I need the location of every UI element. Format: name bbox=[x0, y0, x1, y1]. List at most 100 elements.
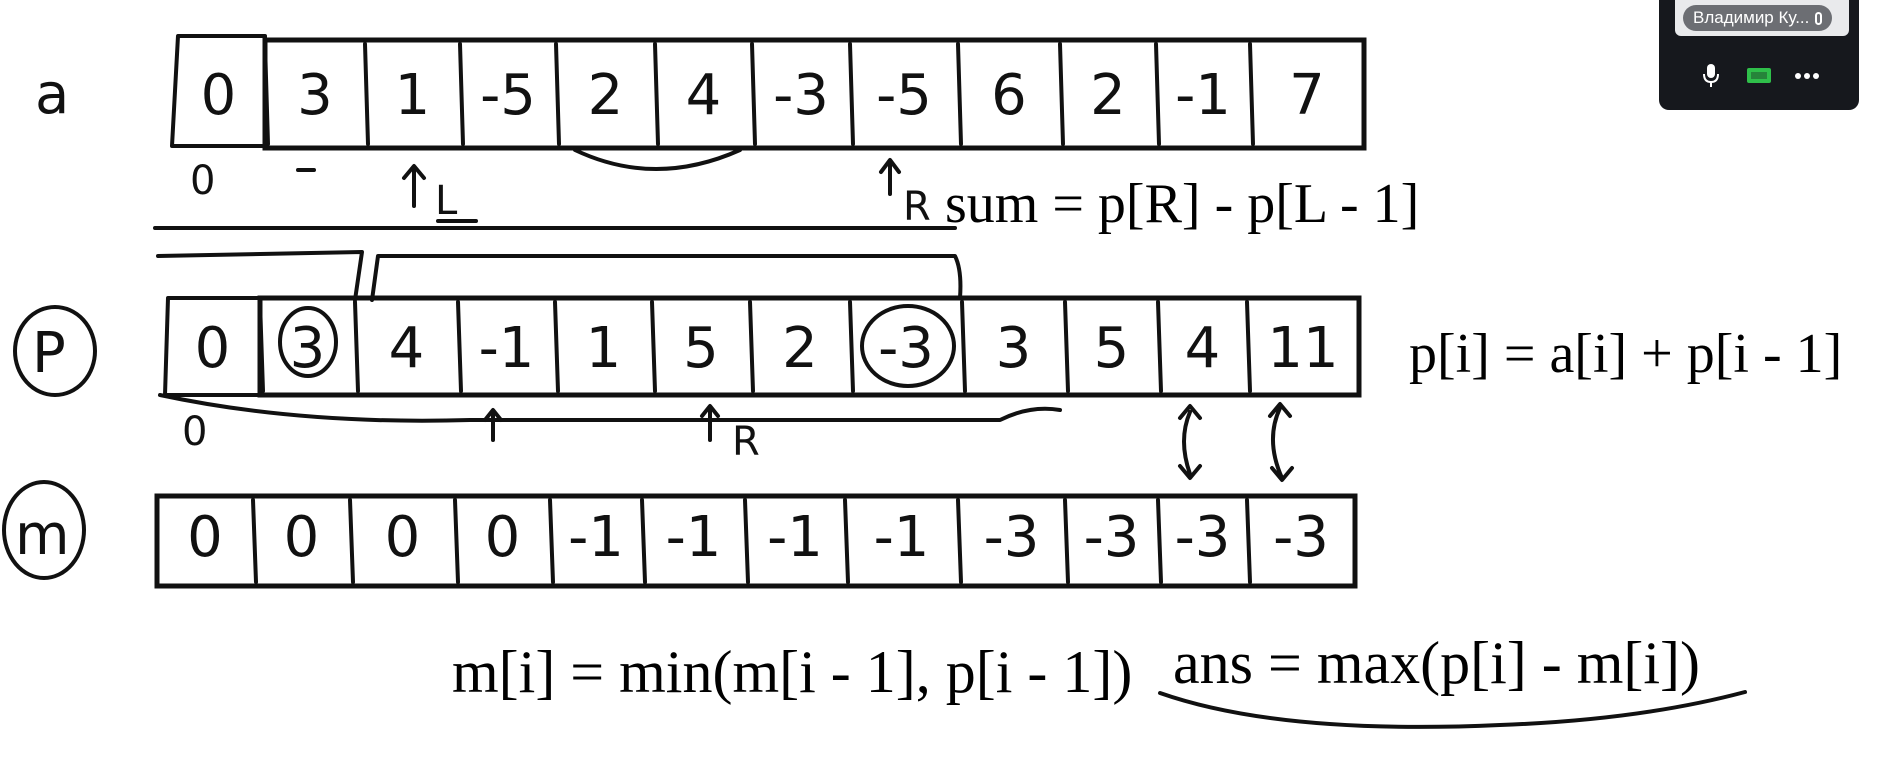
r-pointer-arrow-a bbox=[879, 158, 901, 196]
a-cell-divider bbox=[363, 42, 370, 146]
m-cell-divider bbox=[1156, 498, 1163, 584]
a-cell-value: -3 bbox=[773, 63, 829, 128]
m-cell-value: 0 bbox=[385, 505, 421, 570]
a-cell-divider bbox=[848, 42, 855, 146]
participant-mic-icon bbox=[1815, 12, 1823, 25]
more-options-button[interactable] bbox=[1783, 56, 1831, 96]
p-cell-value: 5 bbox=[683, 316, 719, 381]
video-call-widget: Владимир Ку... bbox=[1659, 0, 1859, 110]
a-cell-value: -5 bbox=[480, 63, 536, 128]
l-pointer-label: L bbox=[435, 178, 458, 224]
a-cell-divider bbox=[1248, 42, 1255, 146]
connector-line-2 bbox=[156, 250, 364, 302]
row-a-label: a bbox=[35, 62, 69, 127]
p-index-zero: 0 bbox=[182, 409, 207, 455]
p-cell-divider bbox=[1245, 300, 1252, 393]
m-cell-divider bbox=[1063, 498, 1070, 584]
a-cell-value: 3 bbox=[297, 63, 333, 128]
m-cell-divider bbox=[1245, 498, 1252, 584]
p-cell-value: 0 bbox=[195, 316, 231, 381]
m-cell-value: -3 bbox=[1084, 505, 1140, 570]
p-cell-divider bbox=[650, 300, 657, 393]
m-cell-divider bbox=[453, 498, 460, 584]
m-cell-value: -1 bbox=[767, 505, 823, 570]
a-cell-value: 4 bbox=[686, 63, 722, 128]
ans-formula: ans = max(p[i] - m[i]) bbox=[1173, 630, 1700, 696]
p-cell-divider bbox=[1156, 300, 1163, 393]
sum-formula: sum = p[R] - p[L - 1] bbox=[945, 173, 1419, 235]
m-cell-divider bbox=[743, 498, 750, 584]
p-cell-value: 3 bbox=[290, 316, 326, 381]
p-cell-divider bbox=[1063, 300, 1070, 393]
screen-share-icon bbox=[1747, 68, 1771, 83]
p-cell-value: 2 bbox=[782, 316, 818, 381]
a-cell-value: 1 bbox=[395, 63, 431, 128]
participant-name: Владимир Ку... bbox=[1693, 8, 1810, 27]
double-arrow-1 bbox=[1178, 404, 1202, 480]
min-formula: m[i] = min(m[i - 1], p[i - 1]) bbox=[452, 639, 1132, 705]
m-cell-value: -3 bbox=[1175, 505, 1231, 570]
m-cell-value: 0 bbox=[485, 505, 521, 570]
a-cell-value: 2 bbox=[1090, 63, 1126, 128]
a-cell-divider bbox=[1154, 42, 1161, 146]
a-cell-value: 2 bbox=[588, 63, 624, 128]
p-cell-value: 1 bbox=[586, 316, 622, 381]
row-p-circle bbox=[13, 305, 97, 397]
a-cell-divider bbox=[554, 42, 561, 146]
a-cell-value: -5 bbox=[876, 63, 932, 128]
a-index-zero: 0 bbox=[190, 158, 215, 204]
r-pointer-arrow-p bbox=[700, 404, 720, 442]
row-m-circle bbox=[2, 480, 86, 580]
m-cell-divider bbox=[251, 498, 258, 584]
row-m-label: m bbox=[15, 503, 70, 568]
prefix-formula: p[i] = a[i] + p[i - 1] bbox=[1409, 323, 1842, 385]
p-cell-value: 4 bbox=[1185, 316, 1221, 381]
m-cell-value: -1 bbox=[568, 505, 624, 570]
m-cell-divider bbox=[348, 498, 355, 584]
m-cell-divider bbox=[548, 498, 555, 584]
m-cell-value: -3 bbox=[1273, 505, 1329, 570]
r-pointer-label-a: R bbox=[903, 184, 931, 230]
m-cell-value: -3 bbox=[984, 505, 1040, 570]
ans-underline-brace bbox=[1158, 690, 1747, 729]
a-cell-value: 6 bbox=[991, 63, 1027, 128]
row-p-label: P bbox=[32, 321, 66, 386]
r-pointer-label-p: R bbox=[732, 419, 760, 465]
p-left-pointer bbox=[483, 408, 503, 442]
p-cell-value: 5 bbox=[1094, 316, 1130, 381]
a-cell-divider bbox=[263, 42, 270, 146]
screen-share-button[interactable] bbox=[1735, 56, 1783, 96]
a-cell-value: 0 bbox=[201, 63, 237, 128]
m-cell-value: -1 bbox=[666, 505, 722, 570]
m-cell-divider bbox=[640, 498, 647, 584]
p-circled-minus3 bbox=[860, 304, 956, 388]
p-cell-divider bbox=[456, 300, 463, 393]
p-cell-divider bbox=[960, 300, 967, 393]
p-cell-divider bbox=[553, 300, 560, 393]
a-cell-divider bbox=[653, 42, 660, 146]
array-m-box bbox=[154, 493, 1358, 589]
p-cell-value: -1 bbox=[479, 316, 535, 381]
double-arrow-2 bbox=[1268, 402, 1294, 482]
p-circled-3 bbox=[278, 306, 338, 378]
l-pointer-arrow bbox=[402, 164, 426, 208]
p-cell-value: 4 bbox=[389, 316, 425, 381]
m-cell-divider bbox=[956, 498, 963, 584]
m-cell-value: 0 bbox=[284, 505, 320, 570]
p-cell-divider bbox=[748, 300, 755, 393]
p-cell-divider bbox=[353, 300, 360, 393]
p-cell-value: 3 bbox=[996, 316, 1032, 381]
p-cell-value: -3 bbox=[878, 316, 934, 381]
a-cell-divider bbox=[1058, 42, 1065, 146]
a-cell-divider bbox=[458, 42, 465, 146]
a-cell-divider bbox=[956, 42, 963, 146]
more-icon bbox=[1795, 73, 1819, 79]
microphone-button[interactable] bbox=[1687, 56, 1735, 96]
a-cell-value: -1 bbox=[1175, 63, 1231, 128]
p-cell-divider bbox=[258, 300, 265, 393]
a-cell-divider bbox=[750, 42, 757, 146]
